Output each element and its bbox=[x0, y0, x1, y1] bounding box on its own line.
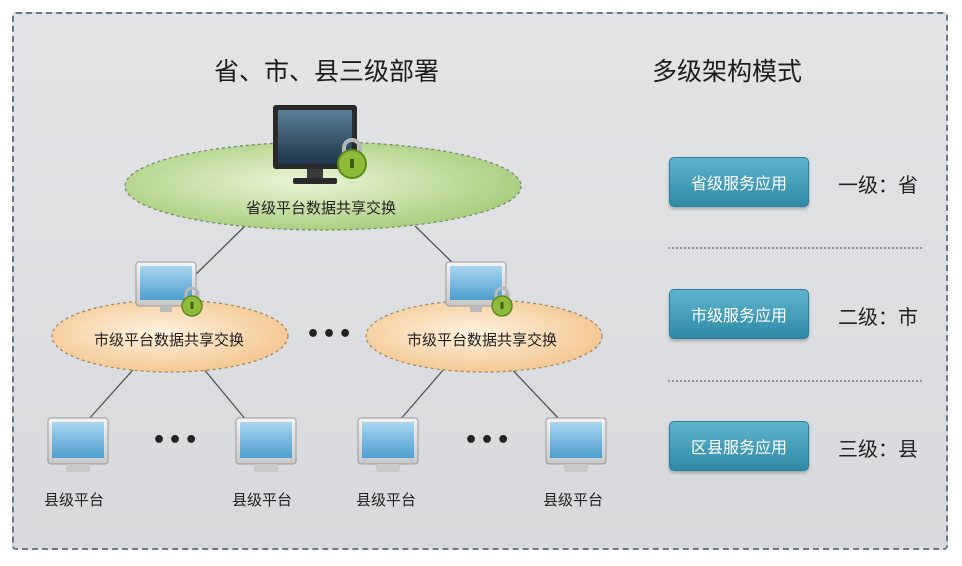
level-separator-1 bbox=[668, 247, 922, 249]
link-city1-county1 bbox=[87, 361, 141, 421]
province-node-ellipse bbox=[124, 141, 522, 231]
city-monitor-icon-1 bbox=[135, 261, 197, 312]
city-node-ellipse-2 bbox=[365, 299, 603, 373]
level-1-text: 一级：省 bbox=[838, 173, 918, 197]
level-3-text: 三级：县 bbox=[838, 437, 918, 461]
county-label-4: 县级平台 bbox=[543, 491, 604, 509]
level-2-service-button: 市级服务应用 bbox=[669, 289, 809, 339]
province-lock-icon bbox=[337, 138, 367, 179]
city-node-ellipse-1 bbox=[51, 299, 289, 373]
left-title: 省、市、县三级部署 bbox=[214, 57, 440, 86]
city-lock-icon-2 bbox=[491, 286, 513, 317]
right-title: 多级架构模式 bbox=[652, 57, 803, 86]
ellipsis-county-1: ••• bbox=[152, 428, 201, 453]
ellipsis-county-2: ••• bbox=[464, 428, 513, 453]
county-monitor-icon-2 bbox=[235, 417, 297, 472]
city-lock-icon-1 bbox=[181, 286, 203, 317]
ellipsis-city: ••• bbox=[306, 322, 355, 347]
city-node-label-1: 市级平台数据共享交换 bbox=[94, 331, 245, 349]
city-monitor-icon-2 bbox=[445, 261, 507, 312]
level-2-text: 二级：市 bbox=[838, 305, 918, 329]
county-monitor-icon-3 bbox=[357, 417, 419, 472]
county-label-2: 县级平台 bbox=[232, 491, 293, 509]
link-province-city1 bbox=[187, 225, 246, 283]
level-separator-2 bbox=[668, 380, 922, 382]
province-monitor-icon bbox=[273, 105, 357, 184]
province-node-label: 省级平台数据共享交换 bbox=[246, 199, 397, 217]
county-monitor-icon-1 bbox=[47, 417, 109, 472]
level-3-service-button: 区县服务应用 bbox=[669, 421, 809, 471]
county-label-1: 县级平台 bbox=[44, 491, 105, 509]
county-monitor-icon-4 bbox=[545, 417, 607, 472]
link-city2-county3 bbox=[399, 361, 451, 421]
level-1-service-button: 省级服务应用 bbox=[669, 157, 809, 207]
county-label-3: 县级平台 bbox=[356, 491, 417, 509]
link-province-city2 bbox=[414, 225, 459, 269]
link-city2-county4 bbox=[504, 361, 561, 421]
city-node-label-2: 市级平台数据共享交换 bbox=[407, 331, 558, 349]
link-city1-county2 bbox=[197, 361, 247, 421]
